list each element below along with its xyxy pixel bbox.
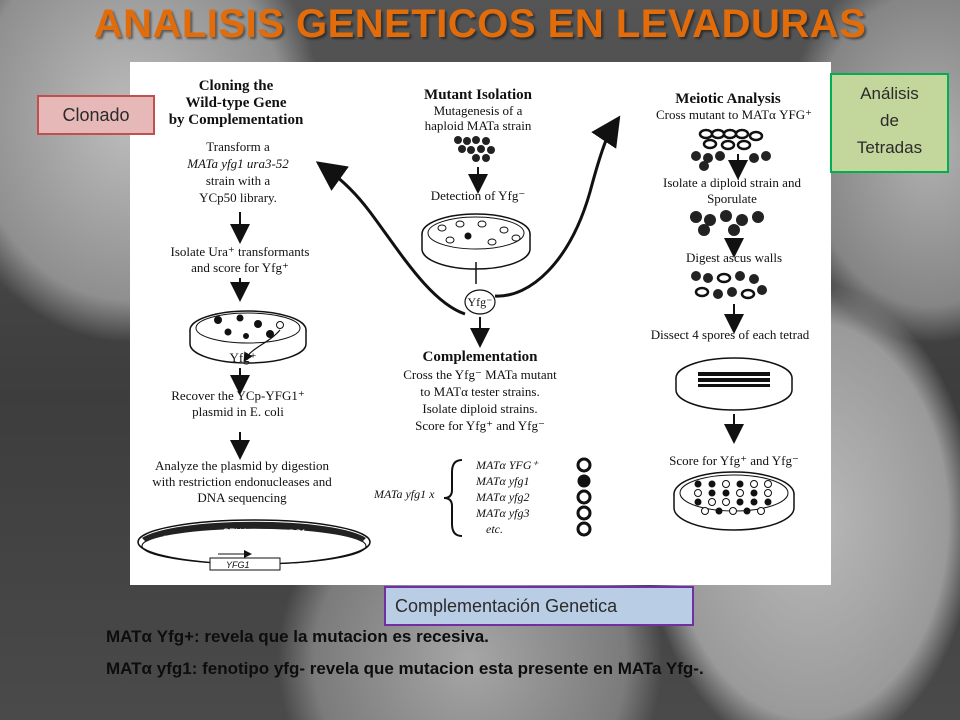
detection-plate <box>421 213 531 270</box>
meiotic-step5: Score for Yfg⁺ and Yfg⁻ <box>669 453 799 468</box>
crossed-cells <box>698 128 764 151</box>
cloning-column: Cloning the Wild-type Gene by Complement… <box>137 78 371 571</box>
meiotic-column: Meiotic Analysis Cross mutant to MATα YF… <box>651 91 812 531</box>
tester-results <box>576 457 592 537</box>
cloning-plate-label: Yfg⁺ <box>229 350 256 365</box>
tester-etc: etc. <box>486 522 503 536</box>
mutant-line2: haploid MATa strain <box>425 118 532 133</box>
complementation-cross-label: MATa yfg1 x <box>373 487 435 501</box>
tester-1: MATα YFG⁺ <box>475 458 540 472</box>
genetic-analysis-diagram: Cloning the Wild-type Gene by Complement… <box>137 78 812 571</box>
cloning-step1-line2: MATa yfg1 ura3-52 <box>186 156 289 171</box>
clonado-label: Clonado <box>37 95 155 135</box>
plasmid-label-yfg1: YFG1 <box>226 560 250 570</box>
dissection-plate <box>675 357 793 411</box>
analisis-tetradas-line1: Análisis <box>860 84 919 103</box>
cloning-step4-line1: Analyze the plasmid by digestion <box>155 458 330 473</box>
cloning-step2-line2: and score for Yfg⁺ <box>191 260 289 275</box>
meiotic-step2-line2: Sporulate <box>707 191 757 206</box>
cloning-step2-line1: Isolate Ura⁺ transformants <box>171 244 310 259</box>
scoring-plate <box>673 471 795 531</box>
cloning-step3-line2: plasmid in E. coli <box>192 404 284 419</box>
diagram-panel: Cloning the Wild-type Gene by Complement… <box>130 62 831 585</box>
mutant-heading: Mutant Isolation <box>424 87 533 103</box>
diploid-cells <box>691 151 771 171</box>
caption-line-2: MATα yfg1: fenotipo yfg- revela que muta… <box>106 659 704 678</box>
cloning-heading-3: by Complementation <box>169 112 304 128</box>
mutagenized-cells <box>454 136 495 162</box>
transformant-plate <box>189 310 307 364</box>
mutant-line1: Mutagenesis of a <box>434 103 523 118</box>
complementation-line1: Cross the Yfg⁻ MATa mutant <box>403 367 557 382</box>
sporulated-asci <box>690 210 764 236</box>
mutant-detection: Detection of Yfg⁻ <box>431 188 525 203</box>
complementation-line3: Isolate diploid strains. <box>422 401 537 416</box>
plasmid-label-ars1: ARS1 <box>281 528 306 538</box>
tester-brace <box>443 459 463 537</box>
caption-line-1: MATα Yfg+: revela que la mutacion es rec… <box>106 627 489 646</box>
complementacion-genetica-label: Complementación Genetica <box>384 586 694 626</box>
meiotic-heading: Meiotic Analysis <box>675 91 781 107</box>
mutant-isolation-column: Mutant Isolation Mutagenesis of a haploi… <box>373 87 592 537</box>
plasmid-label-ura3: URA3 <box>163 534 187 544</box>
free-spores <box>691 271 767 300</box>
tester-2: MATα yfg1 <box>475 474 530 488</box>
mutant-colony <box>464 289 496 315</box>
cloning-step1-line4: YCp50 library. <box>199 190 277 205</box>
plasmid-map: URA3 CEN4 ARS1 YFG1 <box>137 519 371 571</box>
mutant-yfg-minus: Yfg⁻ <box>468 295 493 309</box>
tester-3: MATα yfg2 <box>475 490 530 504</box>
slide-title: ANALISIS GENETICOS EN LEVADURAS <box>93 2 867 46</box>
arrow-to-meiotic <box>494 115 621 298</box>
cloning-heading-2: Wild-type Gene <box>186 95 287 111</box>
meiotic-step4: Dissect 4 spores of each tetrad <box>651 327 810 342</box>
complementation-line2: to MATα tester strains. <box>420 384 539 399</box>
plate-pointer-arrow <box>243 329 281 363</box>
analisis-tetradas-label: Análisis de Tetradas <box>830 73 949 173</box>
cloning-step3-line1: Recover the YCp-YFG1⁺ <box>171 388 304 403</box>
cloning-heading-1: Cloning the <box>199 78 274 94</box>
complementation-heading: Complementation <box>423 349 539 365</box>
plasmid-label-cen4: CEN4 <box>222 527 246 537</box>
meiotic-step3: Digest ascus walls <box>686 250 782 265</box>
cloning-step4-line2: with restriction endonucleases and <box>152 474 332 489</box>
analisis-tetradas-line2: de <box>880 111 899 130</box>
meiotic-step1: Cross mutant to MATα YFG⁺ <box>656 107 812 122</box>
meiotic-step2-line1: Isolate a diploid strain and <box>663 175 801 190</box>
cloning-step4-line3: DNA sequencing <box>197 490 287 505</box>
cloning-step1-line3: strain with a <box>206 173 270 188</box>
complementation-line4: Score for Yfg⁺ and Yfg⁻ <box>415 418 545 433</box>
cloning-step1-line1: Transform a <box>206 139 270 154</box>
arrow-to-cloning <box>315 161 466 316</box>
tester-4: MATα yfg3 <box>475 506 530 520</box>
analisis-tetradas-line3: Tetradas <box>856 138 923 157</box>
